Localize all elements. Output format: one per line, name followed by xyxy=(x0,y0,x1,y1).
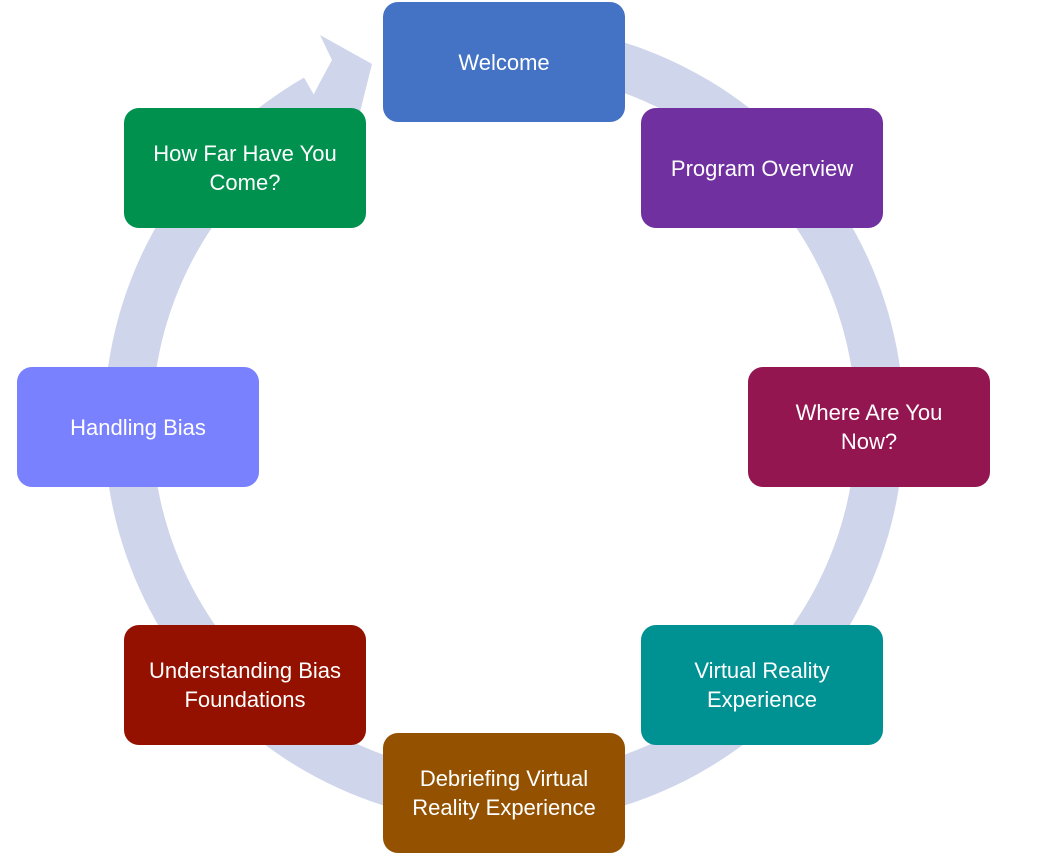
step-label: Welcome xyxy=(458,49,550,75)
step-welcome[interactable]: Welcome xyxy=(383,2,625,122)
step-label: Understanding Bias Foundations xyxy=(148,658,341,712)
step-handling-bias[interactable]: Handling Bias xyxy=(17,367,259,487)
step-where-are-you-now[interactable]: Where Are You Now? xyxy=(748,367,990,487)
cycle-arrowhead-icon xyxy=(300,35,372,122)
step-label: Program Overview xyxy=(670,155,854,181)
step-virtual-reality-experience[interactable]: Virtual Reality Experience xyxy=(641,625,883,745)
step-understanding-bias-foundations[interactable]: Understanding Bias Foundations xyxy=(124,625,366,745)
step-label: Where Are You Now? xyxy=(795,400,943,454)
step-how-far-have-you-come[interactable]: How Far Have You Come? xyxy=(124,108,366,228)
step-label: Virtual Reality Experience xyxy=(694,658,830,712)
step-debriefing-vr-experience[interactable]: Debriefing Virtual Reality Experience xyxy=(383,733,625,853)
step-label: How Far Have You Come? xyxy=(153,141,337,195)
step-label: Debriefing Virtual Reality Experience xyxy=(412,766,596,820)
step-program-overview[interactable]: Program Overview xyxy=(641,108,883,228)
step-label: Handling Bias xyxy=(70,414,206,440)
